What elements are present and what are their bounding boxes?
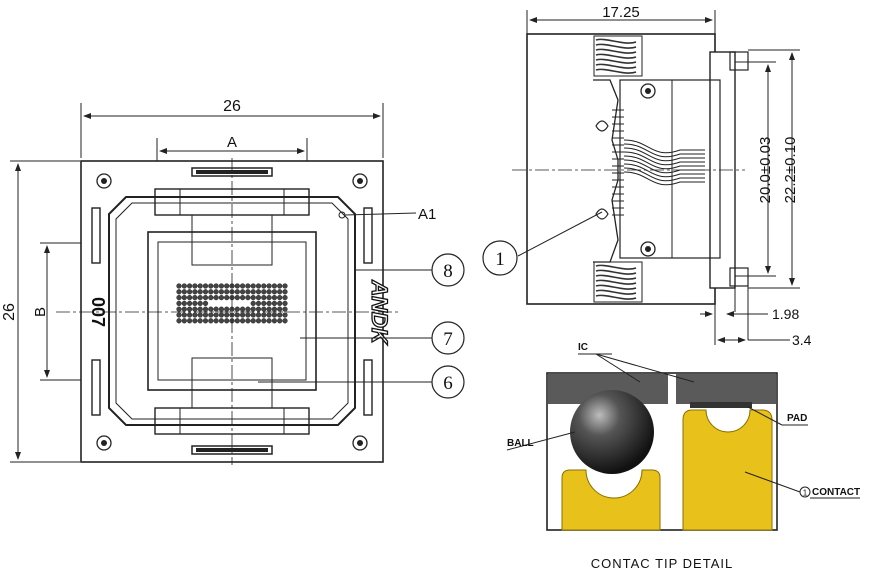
springs	[593, 35, 643, 303]
contact-callout-num: 1	[803, 489, 808, 498]
dim-20-text: 20.0±0.03	[757, 137, 774, 204]
side-view: 17.25 20.0±0.03 22.2±0.10	[482, 4, 812, 348]
dim-height-text: 26	[1, 303, 18, 321]
label-pad: PAD	[787, 413, 807, 424]
side-body	[526, 33, 716, 305]
label-contact: CONTACT	[812, 487, 860, 498]
callout-7-circle	[431, 321, 465, 355]
dim-222-text: 22.2±0.10	[782, 137, 799, 204]
callout-8-text: 8	[443, 261, 453, 282]
corner-screws	[96, 173, 368, 451]
contact-tip-detail: IC BALL PAD 1 CONTACT CONTAC TIP DETAIL	[506, 342, 860, 571]
contact-wires	[612, 109, 705, 216]
callout-8-circle	[431, 253, 465, 287]
dim-width-text: 26	[223, 98, 241, 115]
mark-brand: ANDK	[367, 279, 392, 346]
ball-grid	[176, 283, 288, 324]
label-ic: IC	[578, 342, 588, 353]
mark-007: 007	[88, 297, 108, 327]
top-view: 26 A 26 B	[1, 98, 465, 465]
callout-6-text: 6	[443, 373, 453, 394]
contact-left	[561, 469, 661, 531]
callout-1-circle	[482, 240, 518, 276]
label-ball: BALL	[507, 438, 534, 449]
detail-caption: CONTAC TIP DETAIL	[591, 556, 733, 571]
callout-6-circle	[431, 365, 465, 399]
callout-1-text: 1	[495, 249, 505, 270]
dim-198-text: 1.98	[772, 306, 799, 322]
contact-right	[682, 409, 773, 531]
dim-1725-text: 17.25	[602, 4, 640, 21]
callout-7-text: 7	[443, 329, 453, 350]
dim-a-text: A	[227, 134, 237, 151]
label-a1: A1	[418, 206, 436, 223]
ic-bar-right	[676, 374, 776, 404]
solder-ball	[570, 390, 654, 474]
dim-b-text: B	[32, 307, 49, 317]
dim-34-text: 3.4	[792, 332, 812, 348]
